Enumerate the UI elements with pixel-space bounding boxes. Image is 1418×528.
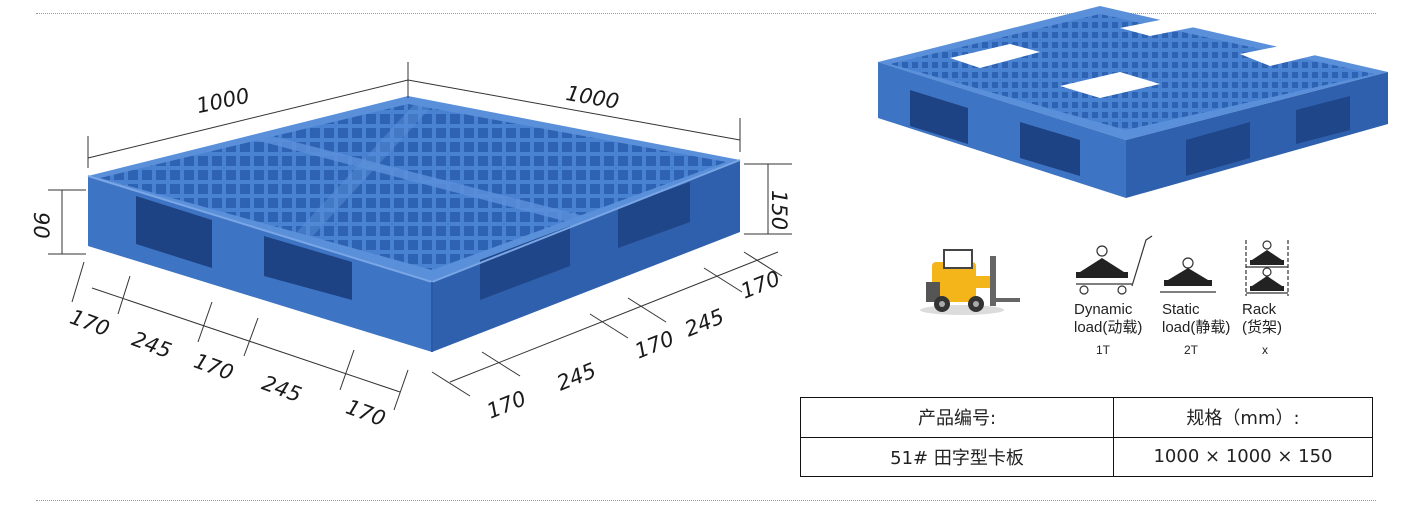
dim-side-seg-4: 245 bbox=[681, 304, 727, 341]
dim-side-seg-2: 245 bbox=[553, 358, 599, 395]
dim-height-right: 150 bbox=[767, 190, 791, 230]
header-product-code: 产品编号: bbox=[800, 397, 1114, 438]
dynamic-label-en: Dynamic bbox=[1074, 301, 1133, 318]
header-size: 规格（mm）: bbox=[1113, 397, 1373, 438]
dim-top-right: 1000 bbox=[564, 81, 621, 114]
table-row: 51# 田字型卡板 1000 × 1000 × 150 bbox=[800, 436, 1373, 477]
dynamic-value: 1T bbox=[1096, 343, 1111, 357]
dim-top-left: 1000 bbox=[194, 84, 251, 119]
dim-front-seg-4: 245 bbox=[259, 371, 305, 407]
cell-product-code: 51# 田字型卡板 bbox=[800, 436, 1114, 477]
rack-label-en: Rack bbox=[1242, 301, 1277, 318]
dim-height-left: 90 bbox=[29, 212, 53, 239]
dimension-lines bbox=[48, 62, 792, 411]
static-label-en: Static bbox=[1162, 301, 1200, 318]
dim-front-seg-3: 170 bbox=[191, 349, 237, 385]
dim-front-seg-1: 170 bbox=[67, 305, 113, 341]
static-value: 2T bbox=[1184, 343, 1199, 357]
forklift-icon bbox=[920, 249, 1020, 315]
dim-front-seg-5: 170 bbox=[343, 395, 389, 431]
static-load-icon bbox=[1160, 257, 1216, 293]
pallet-main-image bbox=[87, 96, 741, 352]
dynamic-load-icon bbox=[1076, 235, 1153, 295]
dim-front-seg-2: 245 bbox=[129, 327, 175, 363]
spec-table: 产品编号: 规格（mm）: 51# 田字型卡板 1000 × 1000 × 15… bbox=[800, 397, 1373, 477]
bottom-divider bbox=[36, 500, 1376, 501]
rack-label-cn: (货架) bbox=[1242, 319, 1282, 336]
rack-load-icon bbox=[1245, 240, 1289, 296]
static-label-cn: load(静载) bbox=[1162, 319, 1230, 336]
table-header-row: 产品编号: 规格（mm）: bbox=[800, 397, 1373, 438]
rack-value: x bbox=[1262, 343, 1268, 357]
top-divider bbox=[36, 13, 1376, 14]
dim-side-seg-1: 170 bbox=[483, 386, 529, 423]
dim-side-seg-3: 170 bbox=[631, 326, 677, 363]
pallet-perspective-image bbox=[878, 6, 1388, 198]
cell-size: 1000 × 1000 × 150 bbox=[1113, 436, 1373, 477]
dynamic-label-cn: load(动载) bbox=[1074, 319, 1142, 336]
dim-side-seg-5: 170 bbox=[737, 266, 783, 303]
